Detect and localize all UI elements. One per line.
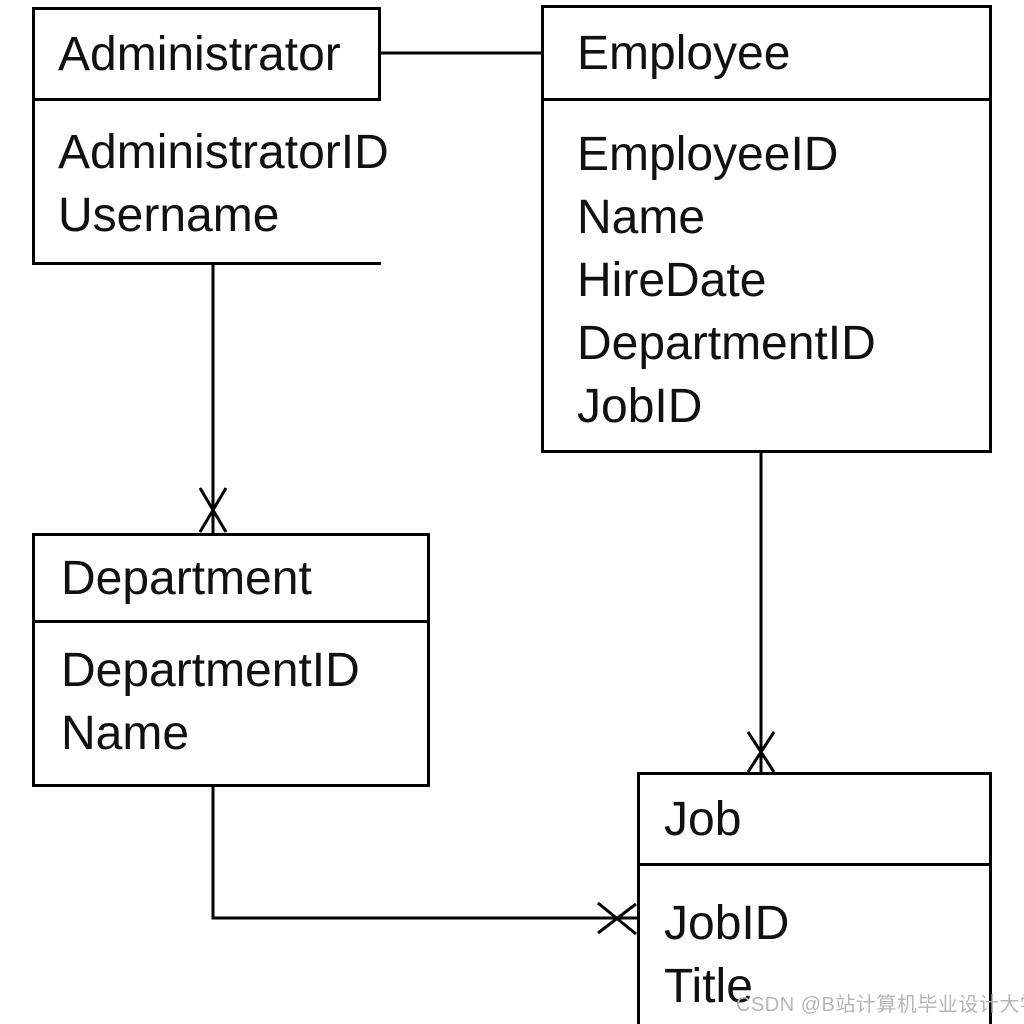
entity-title: Administrator — [32, 7, 381, 101]
attribute-row: JobID — [577, 380, 703, 433]
attribute-row: Username — [58, 189, 280, 242]
attribute-row: EmployeeID — [577, 128, 839, 181]
entity-title: Employee — [541, 5, 992, 101]
attribute-row: AdministratorID — [58, 126, 389, 179]
attribute-row: Name — [61, 707, 190, 760]
attribute-row: Title — [664, 960, 753, 1013]
many-x-marker-department — [198, 487, 228, 533]
connector-department-job — [211, 786, 638, 920]
entity-attributes: AdministratorID Username — [32, 101, 389, 265]
entity-title: Job — [637, 772, 992, 866]
entity-department: Department DepartmentID Name — [32, 533, 430, 787]
attribute-row: Name — [577, 191, 706, 244]
entity-job: Job JobID Title — [637, 772, 992, 1024]
entity-title: Department — [32, 533, 430, 623]
attribute-row: HireDate — [577, 254, 767, 307]
attribute-row: JobID — [664, 897, 790, 950]
attribute-row: DepartmentID — [577, 317, 876, 370]
entity-attributes: EmployeeID Name HireDate DepartmentID Jo… — [541, 101, 992, 453]
many-x-marker-job-top — [746, 731, 776, 773]
watermark: CSDN @B站计算机毕业设计大学 — [736, 994, 1024, 1016]
entity-attributes: DepartmentID Name — [32, 623, 430, 787]
entity-employee: Employee EmployeeID Name HireDate Depart… — [541, 5, 992, 453]
entity-administrator: Administrator AdministratorID Username — [32, 7, 389, 265]
many-x-marker-job-left — [597, 901, 637, 936]
entity-attributes: JobID Title — [637, 866, 992, 1024]
attribute-row: DepartmentID — [61, 644, 360, 697]
